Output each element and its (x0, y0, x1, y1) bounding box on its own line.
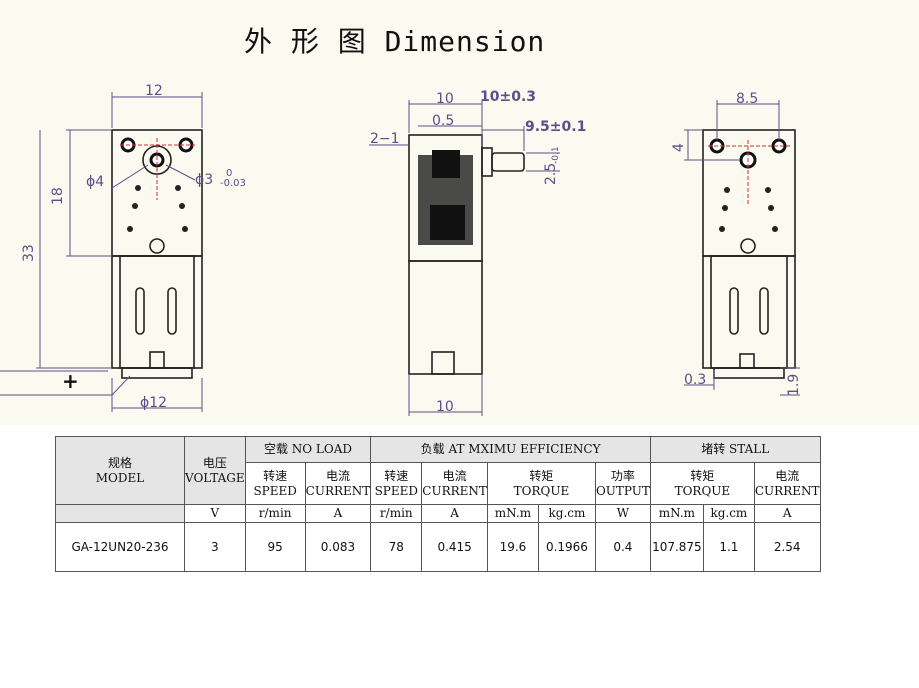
dim-side-10: 10 (436, 91, 454, 107)
front-screw-6 (182, 226, 188, 232)
unit-me-mnm: mN.m (486, 504, 539, 523)
th-stall: 堵转 STALL (649, 436, 821, 463)
th-noload: 空载 NO LOAD (244, 436, 372, 463)
dim-front-hole3: ϕ3 (195, 172, 213, 188)
front-terminal (149, 351, 165, 369)
cell-me-output: 0.4 (594, 522, 651, 572)
unit-me-speed: r/min (370, 504, 423, 523)
front-gear (149, 238, 165, 254)
side-shaft (491, 152, 525, 172)
cell-me-current: 0.415 (421, 522, 488, 572)
dim-side-bottom: 10 (436, 399, 454, 415)
dim-back-85: 8.5 (736, 91, 758, 107)
dim-front-tol-low: -0.03 (220, 178, 246, 189)
dim-side-05: 0.5 (432, 113, 454, 129)
unit-voltage: V (184, 504, 246, 523)
front-screw-3 (132, 203, 138, 209)
front-slot-left (135, 287, 145, 335)
cell-nl-current: 0.083 (304, 522, 372, 572)
dim-side-10-tol: 10±0.3 (480, 89, 536, 105)
front-slot-right (167, 287, 177, 335)
front-view: 12 18 33 ϕ4 ϕ3 0 -0.03 ϕ12 + (0, 83, 246, 412)
back-motor-inner (710, 255, 788, 369)
back-view: 8.5 4 0.3 1.9 (671, 91, 802, 396)
dim-side-95: 9.5±0.1 (525, 119, 586, 135)
cell-st-torque-mnm: 107.875 (649, 522, 704, 572)
dim-back-19: 1.9 (786, 374, 802, 396)
unit-me-current: A (421, 504, 488, 523)
side-motor (408, 260, 483, 375)
side-gear-upper (432, 150, 460, 178)
unit-me-kgcm: kg.cm (537, 504, 596, 523)
cell-voltage: 3 (184, 522, 246, 572)
front-screw-4 (179, 203, 185, 209)
unit-st-mnm: mN.m (649, 504, 704, 523)
dim-side-21: 2−1 (370, 131, 400, 147)
front-screw-5 (127, 226, 133, 232)
side-gear-lower (430, 205, 465, 240)
dim-front-33: 33 (21, 244, 37, 262)
plus-symbol: + (62, 369, 79, 393)
cell-me-torque-kgcm: 0.1966 (537, 522, 596, 572)
unit-me-output: W (594, 504, 651, 523)
dimension-drawing: 12 18 33 ϕ4 ϕ3 0 -0.03 ϕ12 + 10 10±0.3 0… (0, 83, 802, 416)
front-screw-2 (175, 185, 181, 191)
cell-nl-speed: 95 (244, 522, 306, 572)
dim-front-dia12: ϕ12 (140, 395, 167, 411)
dim-front-hole4: ϕ4 (86, 174, 104, 190)
cell-me-torque-mnm: 19.6 (486, 522, 539, 572)
cell-model: GA-12UN20-236 (55, 522, 185, 572)
front-screw-1 (135, 185, 141, 191)
side-boss (481, 147, 493, 177)
dim-back-4: 4 (671, 143, 687, 152)
back-motor (702, 255, 796, 369)
dim-front-width: 12 (145, 83, 163, 99)
table-row: GA-12UN20-236 3 95 0.083 78 0.415 19.6 0… (55, 522, 821, 572)
th-maxeff: 负载 AT MXIMU EFFICIENCY (370, 436, 651, 463)
side-view: 10 10±0.3 0.5 9.5±0.1 2−1 2.5 -0.1 10 (369, 89, 586, 416)
cell-st-current: 2.54 (753, 522, 821, 572)
cell-st-torque-kgcm: 1.1 (702, 522, 755, 572)
dim-side-25-tol: -0.1 (551, 146, 561, 164)
front-endcap (121, 367, 193, 379)
dim-front-tol-up: 0 (226, 168, 232, 179)
unit-nl-speed: r/min (244, 504, 306, 523)
unit-st-current: A (753, 504, 821, 523)
side-terminal (431, 351, 455, 375)
cell-me-speed: 78 (370, 522, 423, 572)
dim-back-03: 0.3 (684, 372, 706, 388)
unit-nl-current: A (304, 504, 372, 523)
page-title: 外 形 图 Dimension (244, 25, 546, 58)
unit-st-kgcm: kg.cm (702, 504, 755, 523)
dim-front-18: 18 (50, 187, 66, 205)
dim-side-25: 2.5 (543, 163, 559, 185)
